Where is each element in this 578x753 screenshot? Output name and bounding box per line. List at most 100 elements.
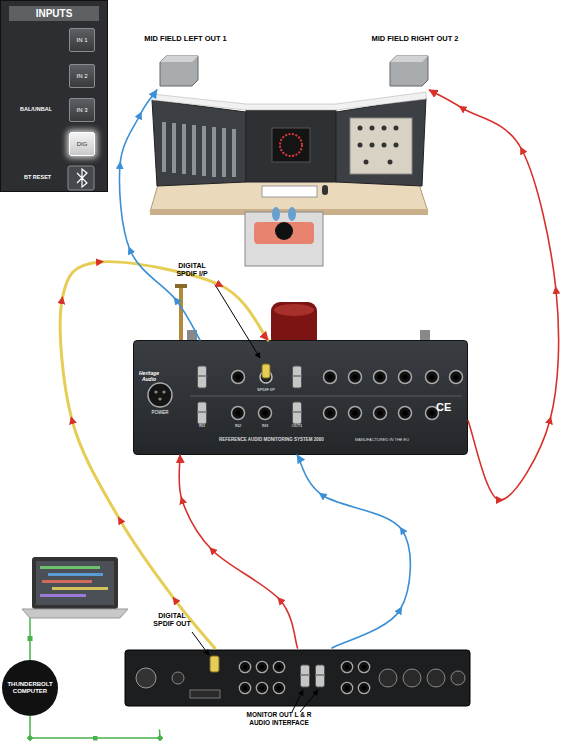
daw-track — [40, 566, 100, 569]
blue-cable-plug — [198, 366, 207, 388]
input-button: DIG — [69, 132, 95, 156]
controller-top — [175, 284, 430, 348]
rack-knob — [364, 160, 369, 165]
speakers — [160, 56, 428, 86]
port — [172, 672, 184, 684]
red-cable-plug — [198, 402, 207, 424]
xlr-power — [148, 383, 172, 407]
rack-knob — [388, 160, 393, 165]
panel-legend-text: REFERENCE AUDIO MONITORING SYSTEM 2000 — [219, 437, 379, 443]
mouse — [322, 185, 328, 195]
mixer-strips — [162, 122, 236, 177]
laptop-screen — [32, 557, 118, 609]
cable-connector — [30, 716, 160, 738]
engineer-head — [275, 222, 293, 240]
rack-knob — [358, 126, 363, 131]
button-label: DIG — [70, 133, 94, 155]
jack — [256, 682, 267, 693]
jack — [239, 661, 250, 672]
jack — [399, 407, 412, 420]
jack — [256, 661, 267, 672]
led-ring — [280, 134, 302, 156]
xlr-output — [427, 669, 445, 687]
fader-strip — [222, 128, 226, 177]
controller-rear-panel — [148, 364, 463, 424]
monitor-out-plug — [301, 665, 310, 687]
desk-right-bay — [336, 98, 426, 186]
fader-strip — [182, 124, 186, 174]
jack — [273, 661, 284, 672]
panel-divider — [190, 396, 462, 397]
fader-strip — [232, 129, 236, 177]
cable-marker — [28, 636, 33, 641]
jack — [374, 407, 387, 420]
button-label: IN 2 — [70, 65, 94, 87]
plug — [293, 366, 302, 388]
callout-leaders — [192, 283, 318, 712]
jack — [232, 407, 245, 420]
knob-highlight — [274, 304, 314, 316]
jack — [341, 682, 352, 693]
bluetooth-symbol — [77, 169, 87, 187]
button-label: IN 3 — [70, 99, 94, 121]
leader-line — [292, 690, 303, 712]
fader-strip — [212, 127, 216, 177]
input-button: IN 1 — [69, 28, 95, 52]
xlr-output — [403, 669, 421, 687]
jack — [349, 371, 362, 384]
daw-window — [36, 561, 114, 605]
jack — [426, 371, 439, 384]
combo-input — [136, 668, 156, 688]
outboard-rack — [350, 118, 412, 174]
fader-strip — [202, 126, 206, 176]
input-button: IN 2 — [69, 64, 95, 88]
panel-title: INPUTS — [9, 6, 99, 21]
xlr-output — [451, 671, 465, 685]
rack-knob — [394, 126, 399, 131]
engineer-chair — [245, 207, 323, 266]
jack — [324, 371, 337, 384]
thunderbolt-port — [190, 690, 220, 698]
daw-track — [48, 573, 103, 576]
keyboard — [262, 186, 317, 197]
bt-antenna — [179, 285, 183, 343]
jack — [450, 371, 463, 384]
interface-body — [125, 650, 470, 706]
jack — [239, 682, 250, 693]
rack-knob — [358, 143, 363, 148]
jack — [273, 682, 284, 693]
bt-button — [68, 166, 94, 190]
rack-knob — [370, 126, 375, 131]
cable-connector — [60, 262, 268, 648]
computer-circle: THUNDERBOLT COMPUTER — [2, 660, 58, 716]
fader-strip — [172, 123, 176, 173]
left-speaker — [160, 56, 198, 86]
desk-center-bay — [246, 106, 336, 182]
circle-label: THUNDERBOLT COMPUTER — [7, 681, 53, 695]
fader-strip — [192, 125, 196, 175]
button-label: IN 1 — [70, 29, 94, 51]
laptop — [22, 557, 128, 618]
rack-knob — [370, 143, 375, 148]
jack — [358, 682, 369, 693]
xlr-output — [379, 669, 397, 687]
cable-connector — [297, 455, 410, 648]
daw-track — [52, 587, 108, 590]
laptop-base — [22, 609, 128, 618]
jack — [426, 407, 439, 420]
jack — [358, 661, 369, 672]
bt-reset-button — [68, 166, 94, 190]
jack — [399, 371, 412, 384]
speaker-title: MID FIELD RIGHT OUT 2 — [355, 34, 475, 43]
jack — [349, 407, 362, 420]
right-speaker — [390, 56, 428, 86]
jack — [341, 661, 352, 672]
arm-right — [288, 207, 296, 221]
speaker-top — [390, 56, 428, 62]
rack-knob — [394, 143, 399, 148]
leader-line — [192, 632, 209, 655]
monitor-controller: REFERENCE AUDIO MONITORING SYSTEM 2000 — [133, 340, 468, 455]
